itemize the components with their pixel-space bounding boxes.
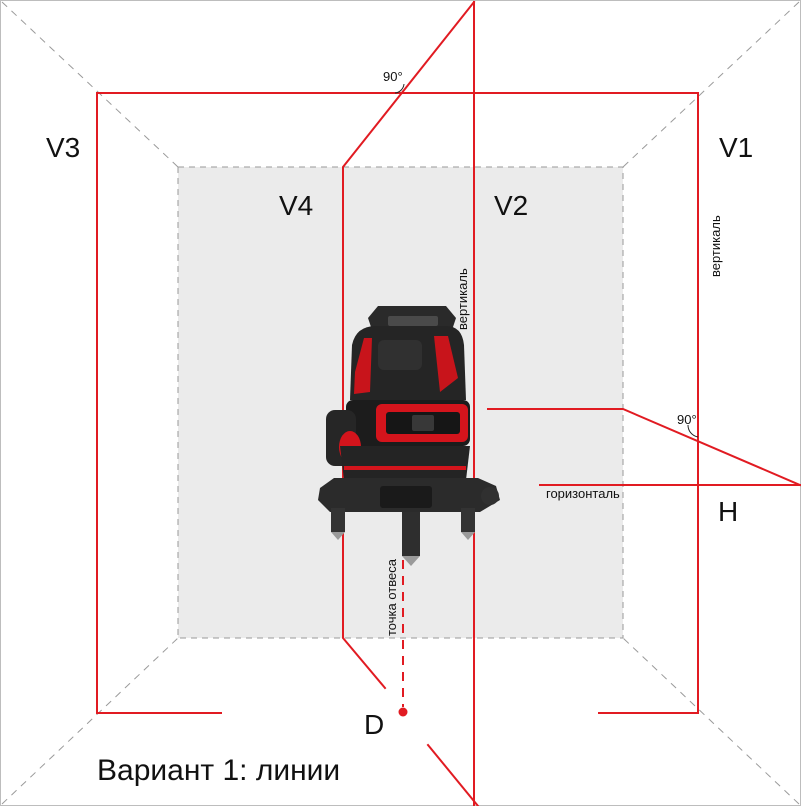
device-foot-center-tip: [402, 556, 420, 566]
label-h: H: [718, 496, 738, 527]
label-angle-top: 90°: [383, 69, 403, 84]
device-knob: [481, 487, 499, 505]
device-handle-grip: [388, 316, 438, 326]
guide-bottom-right: [622, 637, 800, 805]
label-horizontal: горизонталь: [546, 486, 620, 501]
label-v2: V2: [494, 190, 528, 221]
laser-v2-floor: [426, 743, 480, 806]
device-foot-left: [331, 508, 345, 532]
label-angle-right: 90°: [677, 412, 697, 427]
plumb-point-dot: [398, 707, 408, 717]
device-foot-center: [402, 512, 420, 556]
label-d: D: [364, 709, 384, 740]
device-base-center: [380, 486, 432, 508]
label-vertical-right: вертикаль: [708, 215, 723, 277]
label-v1: V1: [719, 132, 753, 163]
angle-arc-right: [687, 424, 699, 438]
label-v4: V4: [279, 190, 313, 221]
angle-arc-top: [394, 83, 405, 94]
laser-level-icon: [318, 306, 500, 566]
laser-horizontal-wedge: [487, 408, 801, 487]
laser-plane-v4: [342, 0, 476, 690]
guide-bottom-left: [1, 637, 179, 805]
guide-top-left: [1, 1, 179, 168]
device-foot-right-tip: [461, 532, 475, 540]
device-window-right: [434, 336, 458, 392]
caption: Вариант 1: линии: [97, 754, 340, 787]
label-v3: V3: [46, 132, 80, 163]
laser-lines: [96, 0, 801, 806]
device-grill: [378, 340, 422, 370]
guide-top-right: [622, 1, 800, 168]
device-window-left: [354, 338, 372, 394]
back-wall: [177, 166, 624, 639]
device-foot-left-tip: [331, 532, 345, 540]
laser-ring-v1-v3: [96, 92, 699, 714]
label-plumb-point: точка отвеса: [384, 558, 399, 636]
device-red-stripe: [344, 466, 466, 470]
label-vertical-center: вертикаль: [455, 268, 470, 330]
device-lower-body: [340, 446, 470, 480]
device-foot-right: [461, 508, 475, 532]
device-lens: [412, 415, 434, 431]
